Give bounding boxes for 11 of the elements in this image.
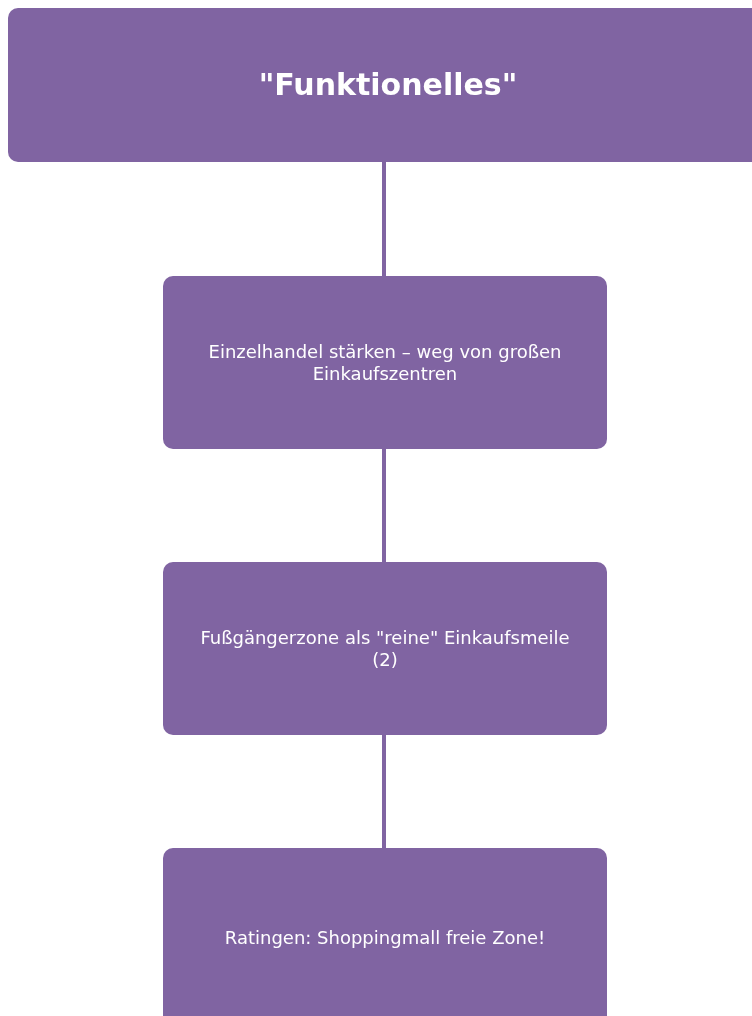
connector-line	[382, 162, 386, 276]
title-text: "Funktionelles"	[258, 67, 518, 103]
process-box	[163, 848, 607, 1016]
box-text: Fußgängerzone als "reine" Einkaufsmeile (2)	[199, 626, 571, 671]
connector-line	[382, 735, 386, 848]
box-text: Einzelhandel stärken – weg von großen Einkaufszentren	[207, 340, 563, 385]
connector-line	[382, 449, 386, 562]
process-box	[163, 276, 607, 449]
box-text: Ratingen: Shoppingmall freie Zone!	[224, 927, 546, 949]
process-box	[163, 562, 607, 735]
process-box	[8, 8, 752, 162]
